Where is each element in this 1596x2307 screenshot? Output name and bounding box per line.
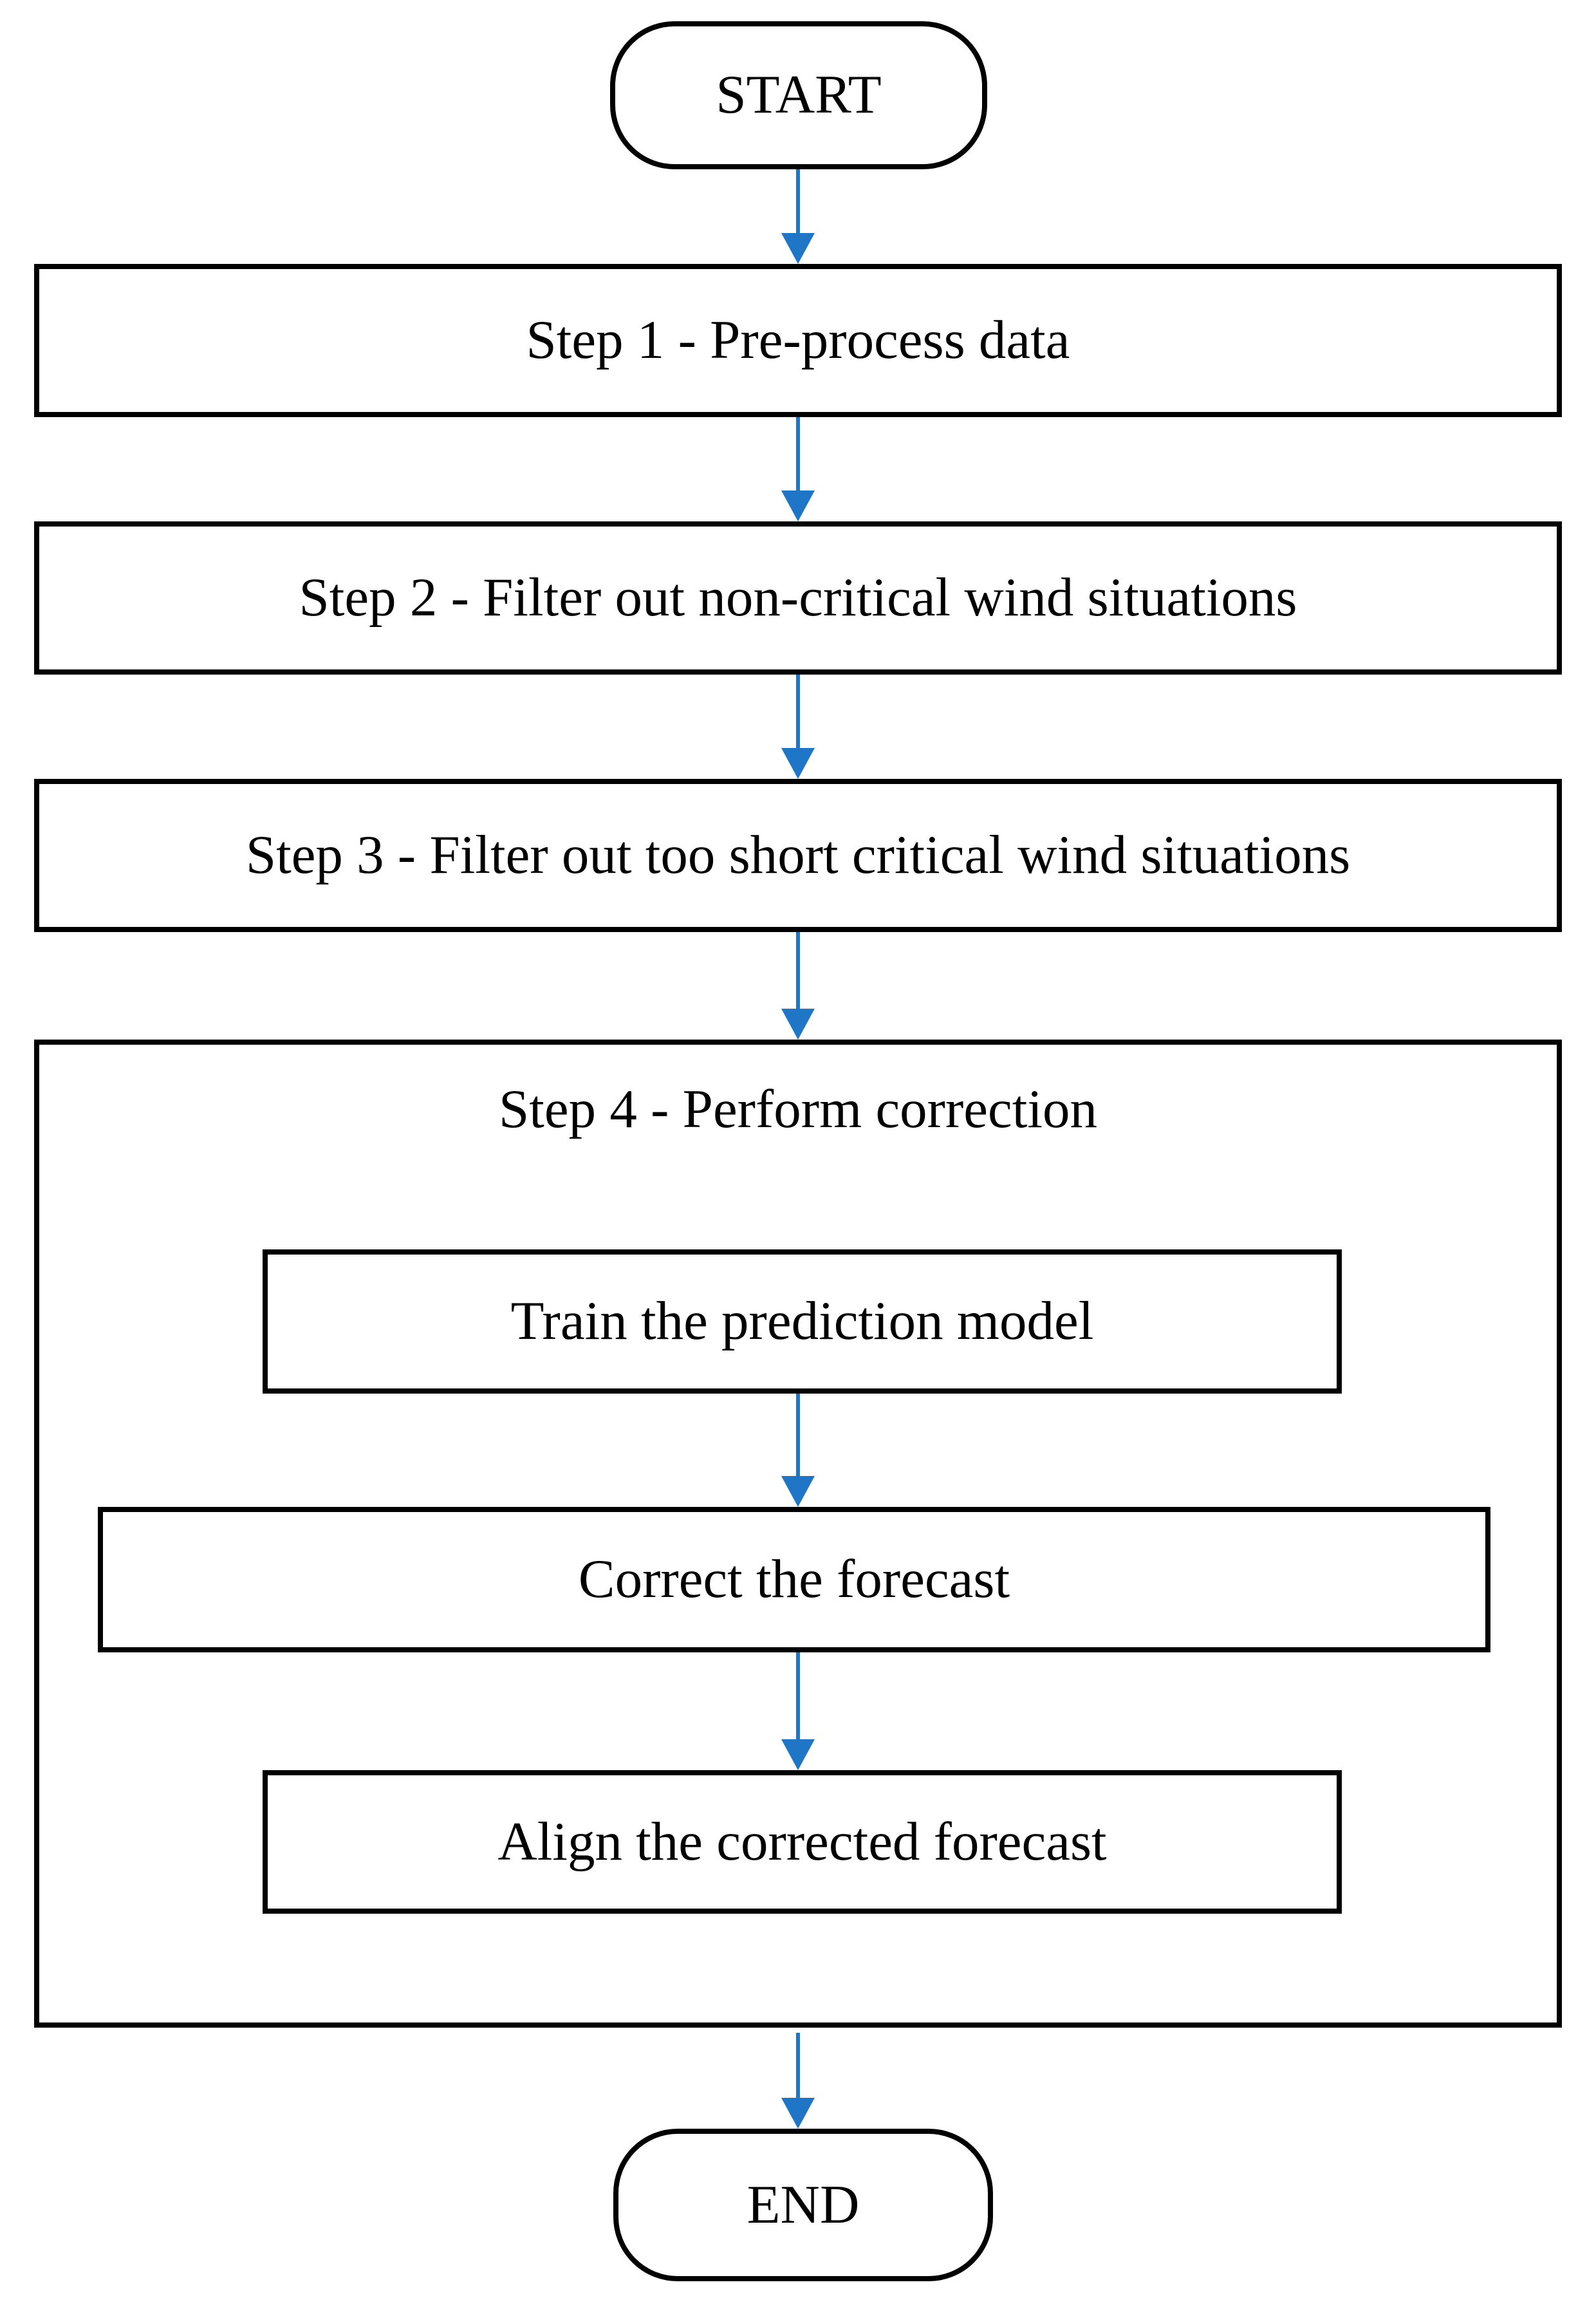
arrow-correct-to-align (781, 1652, 815, 1770)
step2-box: Step 2 - Filter out non-critical wind si… (34, 521, 1562, 675)
align-corrected-forecast-label: Align the corrected forecast (497, 1811, 1107, 1872)
arrow-head-icon (781, 1476, 815, 1507)
start-label: START (716, 64, 882, 126)
arrow-shaft (796, 1652, 800, 1739)
arrow-shaft (796, 417, 800, 490)
arrow-head-icon (781, 233, 815, 264)
arrow-step4-to-end (781, 2033, 815, 2129)
arrow-shaft (796, 2033, 800, 2098)
step3-box: Step 3 - Filter out too short critical w… (34, 779, 1562, 932)
arrow-step1-to-step2 (781, 417, 815, 521)
arrow-head-icon (781, 1739, 815, 1770)
end-node: END (613, 2129, 993, 2281)
arrow-step2-to-step3 (781, 675, 815, 779)
arrow-head-icon (781, 1009, 815, 1040)
arrow-train-to-correct (781, 1394, 815, 1507)
step3-label: Step 3 - Filter out too short critical w… (245, 825, 1351, 886)
start-node: START (610, 21, 987, 169)
step1-box: Step 1 - Pre-process data (34, 264, 1562, 417)
correct-forecast-label: Correct the forecast (578, 1549, 1010, 1610)
arrow-shaft (796, 1394, 800, 1476)
correct-forecast-box: Correct the forecast (98, 1507, 1490, 1652)
step4-title: Step 4 - Perform correction (499, 1079, 1097, 1139)
align-corrected-forecast-box: Align the corrected forecast (263, 1770, 1342, 1914)
train-prediction-model-label: Train the prediction model (510, 1291, 1094, 1352)
arrow-shaft (796, 675, 800, 748)
arrow-shaft (796, 169, 800, 233)
step2-label: Step 2 - Filter out non-critical wind si… (299, 567, 1297, 628)
arrow-shaft (796, 932, 800, 1009)
train-prediction-model-box: Train the prediction model (263, 1249, 1342, 1394)
arrow-start-to-step1 (781, 169, 815, 264)
arrow-head-icon (781, 748, 815, 779)
arrow-step3-to-step4 (781, 932, 815, 1040)
arrow-head-icon (781, 2098, 815, 2129)
step1-label: Step 1 - Pre-process data (526, 310, 1070, 371)
end-label: END (747, 2174, 860, 2235)
arrow-head-icon (781, 490, 815, 521)
